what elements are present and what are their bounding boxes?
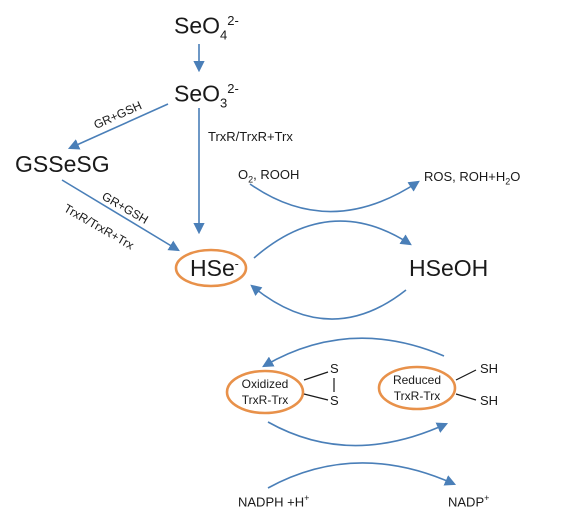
selenite-label: SeO32- [174,80,239,111]
nadph-label: NADPH +H+ [238,493,310,510]
nadp-label: NADP+ [448,493,490,510]
sulfur-bottom-label: S [330,393,339,408]
sulfhydryl-bottom-label: SH [480,393,499,408]
sh-bond-top [455,369,477,381]
hydrogen-selenide-label: HSe- [190,255,239,281]
oxidized-trx-line1: Oxidized [241,377,289,391]
ros-products-label: ROS, ROH+H2O [424,169,521,187]
hseoh-label: HSeOH [409,255,489,281]
sulfur-top-label: S [330,361,339,376]
arrow-nadph-to-nadp [267,462,457,489]
oxidized-trx-ellipse [225,369,305,415]
arrow-oxidized-to-reduced [267,421,449,447]
oxidants-label: O2, ROOH [238,167,300,185]
arrow-gsseg-to-hse [61,179,180,252]
reduced-trx-ellipse [377,365,457,411]
hse-ellipse [174,248,248,288]
arrow-hseoh-to-hse [250,284,407,320]
arrow-selenite-to-gsseg [67,103,169,150]
sh-bond-bottom [455,393,477,401]
trxr-vertical-label: TrxR/TrxR+Trx [208,129,293,144]
gsseg-label: GSSeSG [15,151,110,177]
sulfhydryl-top-label: SH [480,361,499,376]
s-bond-bottom [303,393,329,401]
arrow-oxidants-to-ros [249,180,420,213]
s-bond-top [303,371,329,381]
reduced-trx-line2: TrxR-Trx [393,389,441,403]
arrow-reduced-to-oxidized [262,337,445,368]
arrow-hse-to-hseoh [253,220,412,259]
oxidized-trx-line2: TrxR-Trx [241,393,289,407]
reduced-trx-line1: Reduced [392,373,442,387]
selenate-label: SeO42- [174,12,239,43]
